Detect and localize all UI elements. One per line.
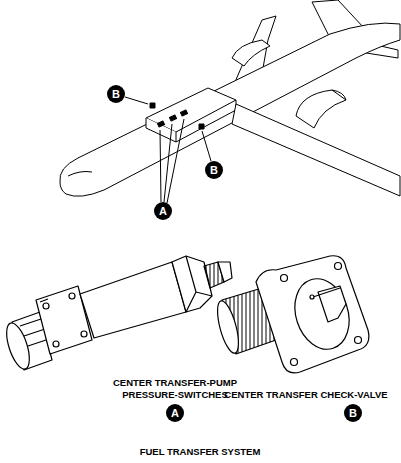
part-label: CENTER TRANSFER CHECK-VALVE <box>224 389 387 401</box>
leader-line <box>125 97 148 104</box>
figure-caption: FUEL TRANSFER SYSTEM <box>140 446 261 458</box>
check-valve-mark <box>150 103 155 108</box>
leader-line <box>160 130 161 202</box>
callout-circle: B <box>344 404 362 422</box>
fuselage <box>60 23 400 196</box>
screw <box>81 331 87 337</box>
hinge <box>310 295 314 299</box>
valve-port <box>286 272 358 357</box>
bolt-hole <box>355 337 362 344</box>
callout-circle: B <box>107 85 125 103</box>
fitting-tip <box>218 262 232 282</box>
screw <box>69 293 75 299</box>
callout-circle: A <box>154 202 172 220</box>
hex-nut <box>172 256 212 312</box>
callout-letter: A <box>171 408 179 419</box>
leader-line <box>202 131 211 161</box>
leader-lines <box>125 97 211 203</box>
cockpit-window <box>68 172 92 177</box>
callout-letter: A <box>159 206 167 217</box>
airplane <box>60 0 400 196</box>
callout-letter: B <box>349 408 357 419</box>
pressure-switch-mark <box>180 110 187 116</box>
center-tank-edge <box>176 100 236 142</box>
pressure-switch-mark <box>169 115 176 121</box>
screw <box>43 303 49 309</box>
valve-inlet <box>213 299 242 355</box>
check-valve <box>213 256 369 373</box>
callout-letter: B <box>210 165 218 176</box>
check-valve-mark <box>199 124 204 129</box>
leader-line <box>167 119 184 203</box>
near-engine <box>296 90 346 128</box>
bolt-hole <box>281 275 288 282</box>
flange-edge <box>40 299 48 302</box>
callout-letter: B <box>112 89 120 100</box>
bolt-hole <box>335 263 342 270</box>
leader-line <box>164 124 172 202</box>
callout-circle: A <box>166 404 184 422</box>
screw <box>53 341 59 347</box>
engine-inlet <box>332 90 346 100</box>
flapper <box>318 286 346 322</box>
pressure-switch <box>2 256 232 372</box>
center-tank <box>146 88 236 132</box>
hinge-pin <box>310 288 340 298</box>
pressure-switch-mark <box>157 121 164 127</box>
far-engine <box>232 40 270 66</box>
valve-flange <box>256 256 369 373</box>
callout-circle: B <box>205 161 223 179</box>
bolt-hole <box>291 359 298 366</box>
switch-body <box>80 262 186 338</box>
